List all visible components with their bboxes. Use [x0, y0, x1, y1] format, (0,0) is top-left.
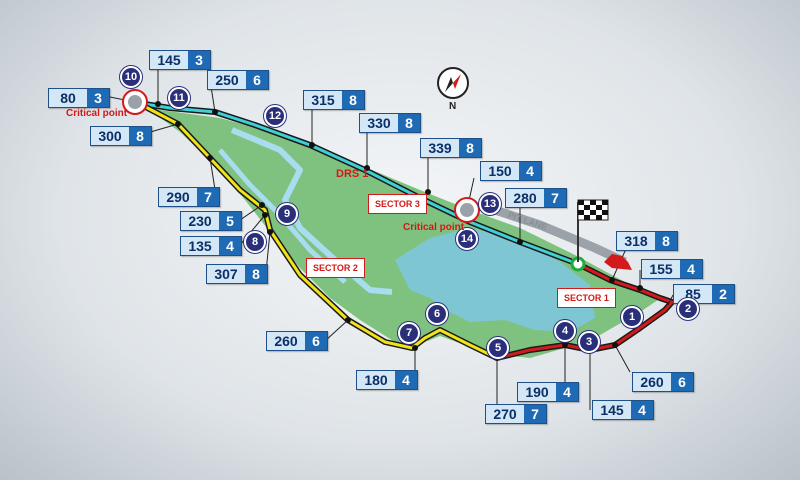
track-sector-3-fill: [137, 101, 579, 266]
race-car-icon: [604, 254, 632, 270]
speed-value: 250: [208, 71, 246, 89]
gear-value: 4: [556, 383, 578, 401]
gear-value: 4: [219, 237, 241, 255]
turn-marker-4: 4: [554, 320, 576, 342]
critical-point-label: Critical point: [66, 108, 128, 119]
speed-value: 155: [642, 260, 680, 278]
turn-marker-2: 2: [677, 298, 699, 320]
track-sector-2-fill: [137, 101, 498, 360]
checkered-flag-icon: [577, 199, 609, 221]
turn-marker-14: 14: [456, 228, 478, 250]
turn-marker-12: 12: [264, 105, 286, 127]
speed-value: 180: [357, 371, 395, 389]
turn-marker-7: 7: [398, 322, 420, 344]
critical-point-label: Critical point: [403, 222, 465, 233]
turn-marker-10: 10: [120, 66, 142, 88]
gear-value: 2: [712, 285, 734, 303]
critical-point-marker-13: [454, 197, 480, 223]
speed-value: 145: [593, 401, 631, 419]
gear-value: 8: [245, 265, 267, 283]
turn-marker-9: 9: [276, 203, 298, 225]
speed-value: 145: [150, 51, 188, 69]
gear-value: 8: [342, 91, 364, 109]
speed-value: 307: [207, 265, 245, 283]
gear-value: 6: [671, 373, 693, 391]
speed-value: 339: [421, 139, 459, 157]
turn-marker-3: 3: [578, 331, 600, 353]
sector-1-label: SECTOR 1: [557, 288, 616, 308]
gear-value: 3: [188, 51, 210, 69]
speed-value: 150: [481, 162, 519, 180]
compass-icon: [437, 67, 469, 99]
gear-value: 4: [395, 371, 417, 389]
turn-marker-11: 11: [168, 87, 190, 109]
gear-value: 3: [87, 89, 109, 107]
turn-marker-5: 5: [487, 337, 509, 359]
gear-value: 7: [197, 188, 219, 206]
gear-value: 5: [219, 212, 241, 230]
speed-value: 270: [486, 405, 524, 423]
turn-marker-8: 8: [244, 231, 266, 253]
turn-marker-6: 6: [426, 303, 448, 325]
turn-marker-13: 13: [479, 193, 501, 215]
speed-value: 330: [360, 114, 398, 132]
gear-value: 7: [544, 189, 566, 207]
sector-2-label: SECTOR 2: [306, 258, 365, 278]
gear-value: 8: [459, 139, 481, 157]
gear-value: 4: [680, 260, 702, 278]
gear-value: 7: [524, 405, 546, 423]
sector-3-label: SECTOR 3: [368, 194, 427, 214]
speed-value: 290: [159, 188, 197, 206]
track-sector-1-fill: [496, 262, 674, 360]
gear-value: 8: [129, 127, 151, 145]
speed-value: 260: [633, 373, 671, 391]
gear-value: 4: [631, 401, 653, 419]
speed-value: 230: [181, 212, 219, 230]
speed-value: 135: [181, 237, 219, 255]
speed-value: 300: [91, 127, 129, 145]
speed-value: 80: [49, 89, 87, 107]
gear-value: 8: [398, 114, 420, 132]
gear-value: 8: [655, 232, 677, 250]
drs-zone-label: DRS 1: [336, 168, 369, 180]
speed-value: 260: [267, 332, 305, 350]
speed-value: 190: [518, 383, 556, 401]
critical-point-marker-10: [122, 89, 148, 115]
gear-value: 4: [519, 162, 541, 180]
north-label: N: [449, 101, 457, 112]
gear-value: 6: [305, 332, 327, 350]
pit-lane: [478, 200, 627, 267]
speed-value: 318: [617, 232, 655, 250]
gear-value: 6: [246, 71, 268, 89]
speed-value: 315: [304, 91, 342, 109]
turn-marker-1: 1: [621, 306, 643, 328]
speed-value: 280: [506, 189, 544, 207]
